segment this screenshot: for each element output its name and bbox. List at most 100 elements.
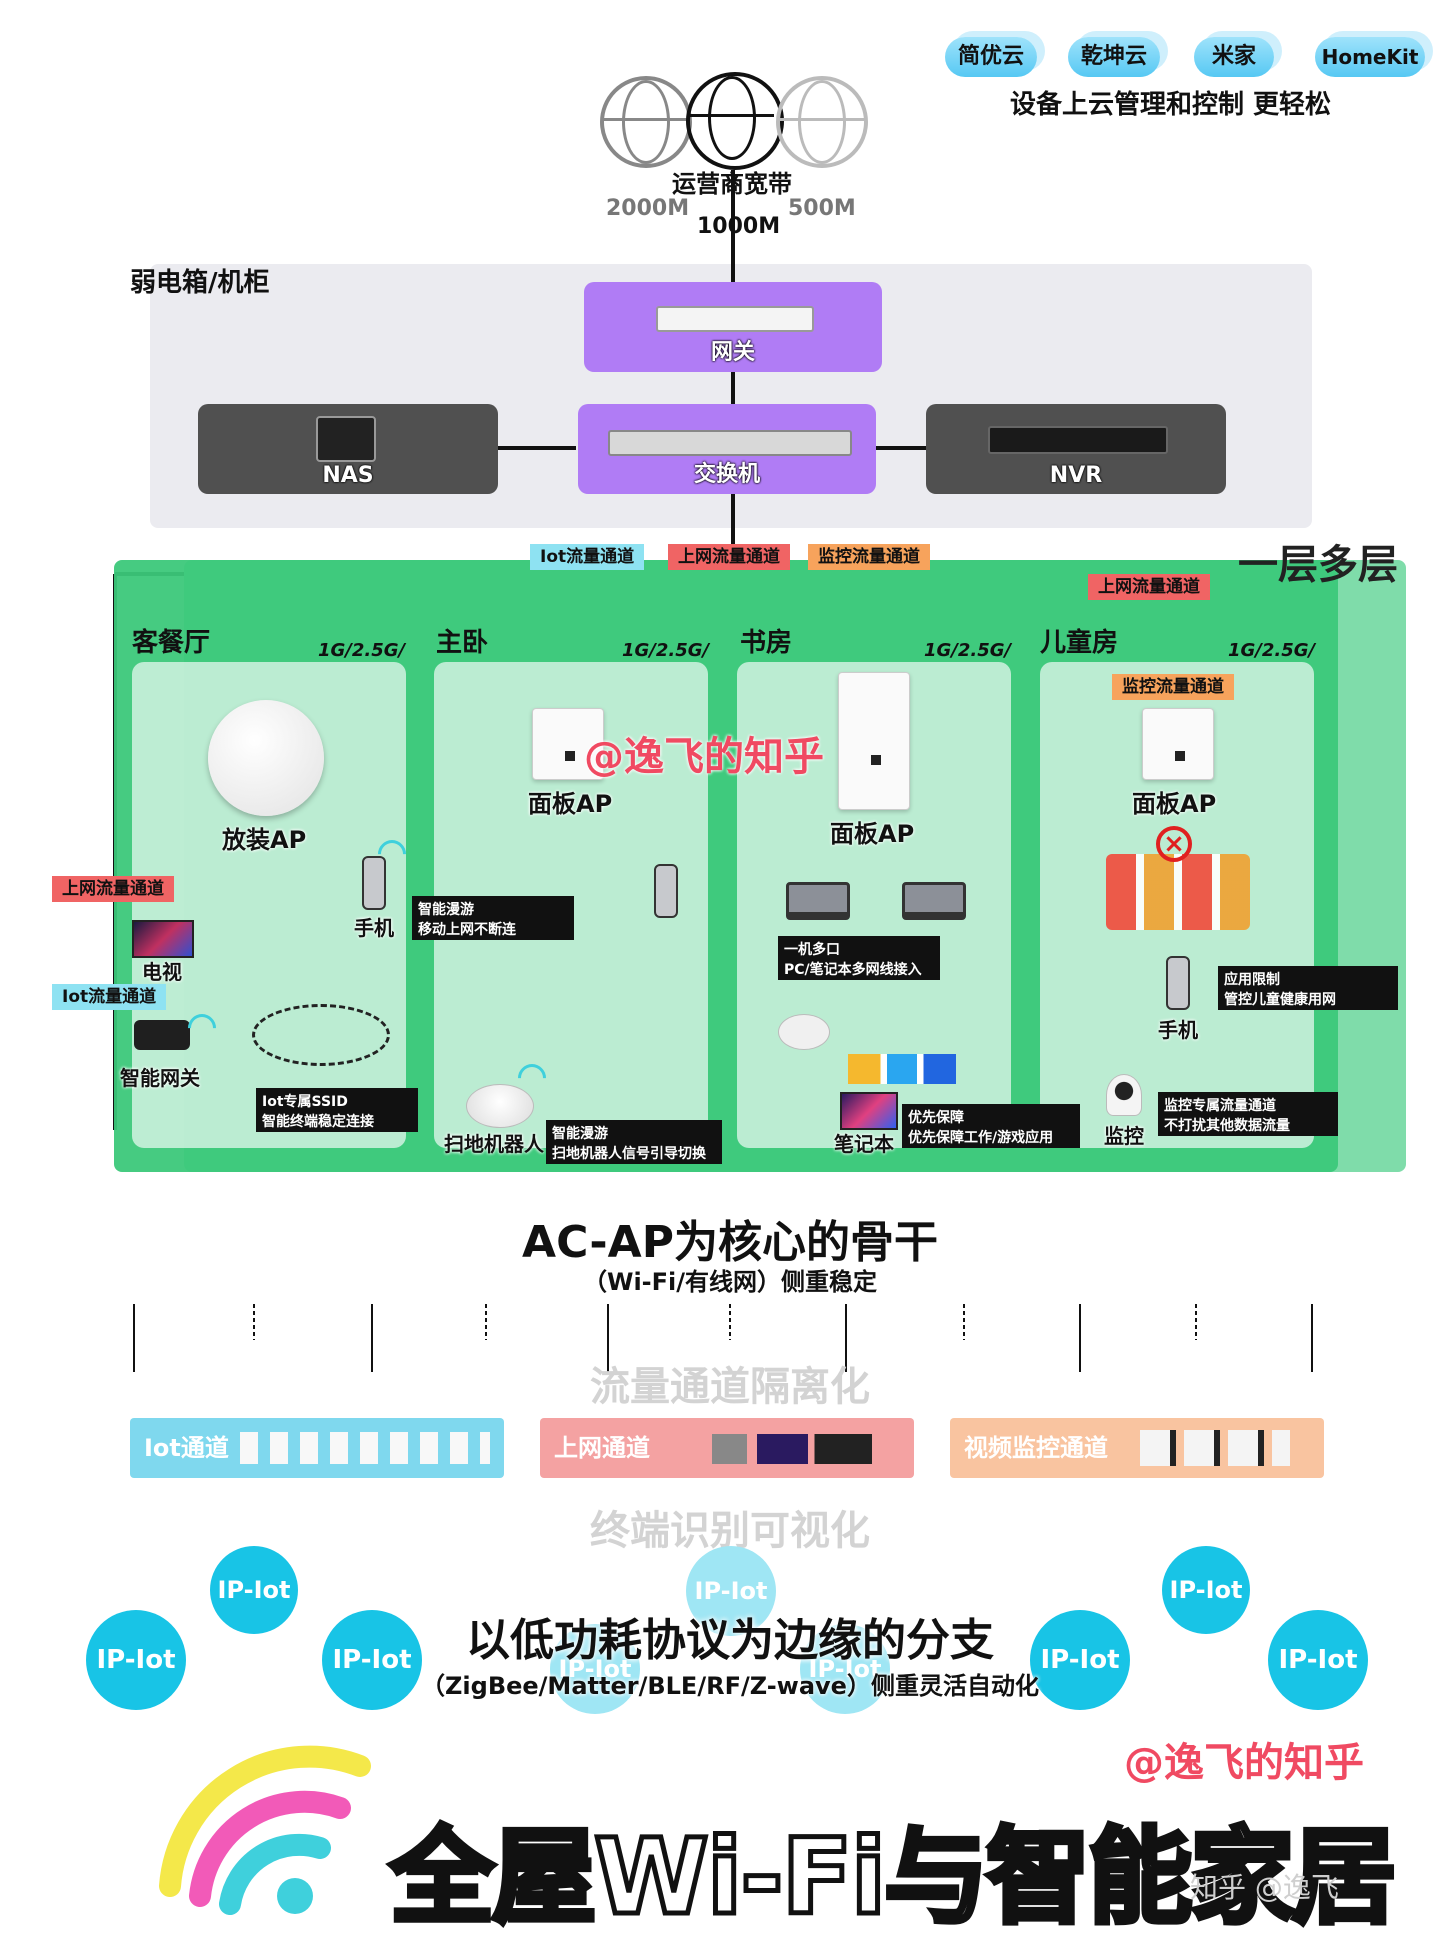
note-robot-line2: 扫地机器人信号引导切换 (552, 1146, 706, 1162)
note-priority: 优先保障 优先保障工作/游戏应用 (902, 1104, 1080, 1148)
iplot-circle-faded: IP-Iot (550, 1624, 640, 1714)
edge-subtitle: （ZigBee/Matter/BLE/RF/Z-wave）侧重灵活自动化 (421, 1672, 1039, 1700)
note-limit-line2: 管控儿童健康用网 (1224, 992, 1336, 1008)
smart-gateway-icon (134, 1020, 190, 1050)
phone-icon-roamed (654, 864, 678, 918)
tag-internet-top: 上网流量通道 (668, 544, 790, 570)
ceiling-ap-icon[interactable] (208, 700, 324, 816)
nas-icon (316, 416, 376, 462)
channel-internet-label: 上网通道 (554, 1434, 650, 1462)
gateway-box[interactable]: 网关 (584, 282, 882, 372)
nvr-box[interactable]: NVR (926, 404, 1226, 494)
room-living-speed: 1G/2.5G/ (318, 640, 406, 661)
kids-phone-label: 手机 (1158, 1018, 1198, 1042)
kids-camera-label: 监控 (1104, 1124, 1144, 1148)
channel-iot-label: Iot通道 (144, 1434, 229, 1462)
headline: 全屋Wi-Fi与智能家居 (387, 1814, 1398, 1941)
robot-label: 扫地机器人 (444, 1132, 544, 1156)
phone-icon-living (362, 856, 386, 910)
room-study-speed: 1G/2.5G/ (924, 640, 1012, 661)
watermark-middle: @逸飞的知乎 (584, 734, 824, 780)
app-icons-study (848, 1054, 956, 1084)
tv-label: 电视 (142, 960, 182, 984)
note-priority-line2: 优先保障工作/游戏应用 (908, 1130, 1054, 1146)
iplot-circle: IP-Iot (1030, 1610, 1130, 1710)
tag-internet-kids: 上网流量通道 (1088, 574, 1210, 600)
room-kids-title: 儿童房 (1040, 628, 1119, 658)
room-master-title: 主卧 (436, 628, 489, 658)
ghost-text-isolation: 流量通道隔离化 (590, 1364, 870, 1410)
nvr-icon (988, 426, 1168, 454)
app-icons-kids (1106, 854, 1250, 930)
note-roam: 智能漫游 移动上网不断连 (412, 896, 574, 940)
tag-iot-top: Iot流量通道 (530, 544, 645, 570)
tv-icon (132, 920, 194, 958)
note-robot: 智能漫游 扫地机器人信号引导切换 (546, 1120, 722, 1164)
panel-ap-icon-master[interactable] (532, 708, 604, 780)
channel-internet: 上网通道 (540, 1418, 914, 1478)
broadband-speed-mid: 1000M (697, 214, 781, 239)
panel-ap-icon-study[interactable] (838, 672, 910, 810)
backbone-ruler (133, 1304, 1313, 1372)
iot-devices-cluster (252, 1004, 390, 1066)
cloud-caption: 设备上云管理和控制 更轻松 (1010, 90, 1332, 120)
block-icon: × (1156, 826, 1192, 862)
switch-box[interactable]: 交换机 (578, 404, 876, 494)
note-ssid-line1: Iot专属SSID (262, 1094, 348, 1110)
room-master-speed: 1G/2.5G/ (622, 640, 710, 661)
nvr-label: NVR (1049, 463, 1103, 488)
cloud-badge-jianyouyun: 简优云 (945, 37, 1037, 77)
master-ap-label: 面板AP (528, 790, 613, 818)
phone-icon-kids (1166, 956, 1190, 1010)
study-ap-label: 面板AP (830, 820, 915, 848)
nas-label: NAS (322, 463, 374, 488)
channel-iot: Iot通道 (130, 1418, 504, 1478)
room-living-title: 客餐厅 (132, 628, 211, 658)
camera-icon (1106, 1074, 1142, 1116)
cloud-badge-qiankunyun: 乾坤云 (1068, 37, 1160, 77)
router-icon (656, 306, 814, 332)
zhihu-mark: 知乎 @逸飞 (1190, 1871, 1339, 1904)
iplot-circle-faded: IP-Iot (800, 1624, 890, 1714)
tag-iot-living: Iot流量通道 (52, 984, 167, 1010)
study-laptop-label: 笔记本 (834, 1132, 894, 1156)
note-monitor: 监控专属流量通道 不打扰其他数据流量 (1158, 1092, 1338, 1136)
tag-monitor-top: 监控流量通道 (808, 544, 930, 570)
cloud-badge-homekit: HomeKit (1315, 37, 1425, 77)
note-monitor-line1: 监控专属流量通道 (1164, 1098, 1276, 1114)
gateway-label: 网关 (710, 340, 755, 365)
wifi-logo-icon (159, 1745, 371, 1915)
note-roam-line2: 移动上网不断连 (418, 922, 516, 938)
smart-gateway-label: 智能网关 (120, 1066, 200, 1090)
iplot-circle: IP-Iot (210, 1546, 298, 1634)
edge-title: 以低功耗协议为边缘的分支 (466, 1615, 994, 1666)
cloud-badge-mijia: 米家 (1194, 37, 1274, 77)
robot-vacuum-icon (466, 1084, 534, 1128)
note-limit-line1: 应用限制 (1224, 972, 1280, 988)
channel-video: 视频监控通道 (950, 1418, 1324, 1478)
switch-label: 交换机 (693, 462, 760, 487)
iot-devices-icon (240, 1432, 490, 1464)
laptop-icon-left (786, 882, 850, 920)
panel-ap-icon-kids[interactable] (1142, 708, 1214, 780)
camera-devices-icon (1140, 1430, 1290, 1466)
note-ssid: Iot专属SSID 智能终端稳定连接 (256, 1088, 418, 1132)
watermark-bottom: @逸飞的知乎 (1124, 1740, 1364, 1786)
cabinet-title: 弱电箱/机柜 (130, 268, 270, 298)
note-priority-line1: 优先保障 (908, 1110, 964, 1126)
globe-icon-right (776, 76, 868, 168)
kids-ap-label: 面板AP (1132, 790, 1217, 818)
broadband-speed-left: 2000M (606, 196, 690, 221)
note-robot-line1: 智能漫游 (552, 1126, 608, 1142)
note-multi-port-line1: 一机多口 (784, 942, 840, 958)
broadband-speed-right: 500M (788, 196, 856, 221)
iplot-circle: IP-Iot (1162, 1546, 1250, 1634)
tag-internet-living: 上网流量通道 (52, 876, 174, 902)
switch-icon (608, 430, 852, 456)
tag-monitor-kids: 监控流量通道 (1112, 674, 1234, 700)
channel-video-label: 视频监控通道 (964, 1434, 1108, 1462)
laptop-icon-study (840, 1092, 898, 1130)
living-ap-label: 放装AP (222, 826, 307, 854)
nas-box[interactable]: NAS (198, 404, 498, 494)
laptop-icon-right (902, 882, 966, 920)
